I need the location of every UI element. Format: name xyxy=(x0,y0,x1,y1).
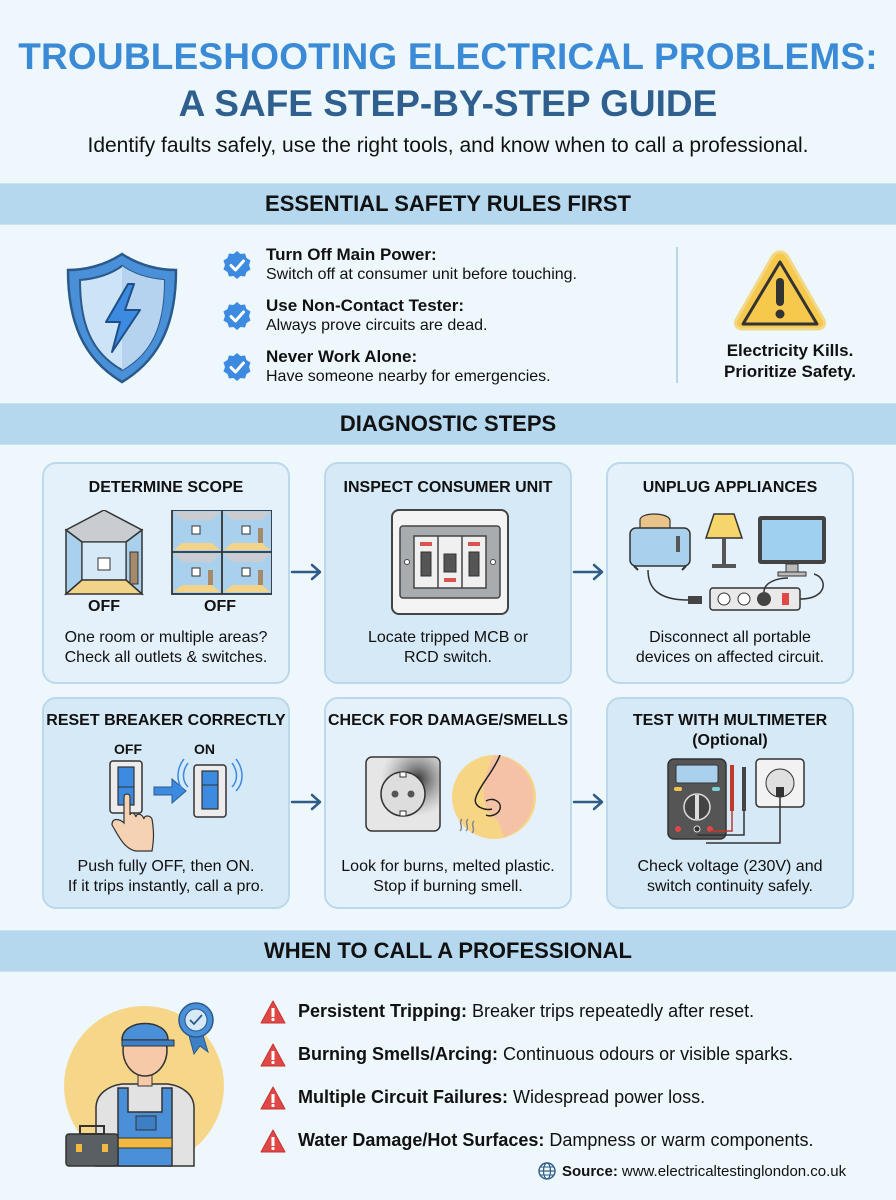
safety-rules-list: Turn Off Main Power: Switch off at consu… xyxy=(222,245,642,398)
consumer-unit-icon xyxy=(391,509,509,615)
step-desc: Locate tripped MCB or RCD switch. xyxy=(326,628,570,668)
arrow-right-icon xyxy=(572,793,604,811)
rooms-off-label: OFF xyxy=(204,598,236,615)
step-card-reset-breaker: RESET BREAKER CORRECTLY OFF ON Push full… xyxy=(42,697,290,909)
source-url[interactable]: www.electricaltestinglondon.co.uk xyxy=(621,1162,847,1180)
step-desc-line-1: One room or multiple areas? xyxy=(64,629,268,646)
arrow-right-icon xyxy=(290,563,322,581)
pro-item-title: Water Damage/Hot Surfaces: xyxy=(298,1130,545,1150)
step-desc-line-2: Stop if burning smell. xyxy=(373,878,523,895)
electrician-icon xyxy=(64,1002,224,1167)
verified-check-icon xyxy=(223,251,251,279)
step-card-determine-scope: DETERMINE SCOPE xyxy=(42,462,290,684)
pro-item-title: Multiple Circuit Failures: xyxy=(298,1087,509,1107)
step-title: RESET BREAKER CORRECTLY xyxy=(46,712,286,729)
step-desc-line-1: Check voltage (230V) and xyxy=(637,858,823,875)
pro-item-title: Persistent Tripping: xyxy=(298,1001,468,1021)
step-card-inspect-consumer-unit: INSPECT CONSUMER UNIT Locate tripped MCB… xyxy=(324,462,572,684)
safety-warning-text: Electricity Kills. Prioritize Safety. xyxy=(690,340,890,382)
step-desc: Check voltage (230V) and switch continui… xyxy=(608,857,852,897)
step-card-check-damage: CHECK FOR DAMAGE/SMELLS Look for burns, … xyxy=(324,697,572,909)
section-header-diagnostic: DIAGNOSTIC STEPS xyxy=(0,403,896,445)
warning-triangle-icon xyxy=(732,248,828,332)
section-title: WHEN TO CALL A PROFESSIONAL xyxy=(264,938,632,963)
step-desc-line-1: Look for burns, melted plastic. xyxy=(341,858,555,875)
pro-list-item: Burning Smells/Arcing: Continuous odours… xyxy=(260,1033,880,1076)
breaker-switch-icon xyxy=(109,758,243,852)
rule-title: Never Work Alone: xyxy=(266,347,418,366)
step-desc: Disconnect all portable devices on affec… xyxy=(608,628,852,668)
section-title: DIAGNOSTIC STEPS xyxy=(339,411,557,436)
rooms-icon xyxy=(64,510,272,596)
pro-list-item: Persistent Tripping: Breaker trips repea… xyxy=(260,990,880,1033)
section-title: ESSENTIAL SAFETY RULES FIRST xyxy=(265,191,631,216)
verified-check-icon xyxy=(223,353,251,381)
step-title: TEST WITH MULTIMETER xyxy=(632,712,828,729)
step-title: CHECK FOR DAMAGE/SMELLS xyxy=(328,712,568,729)
source-label: Source: xyxy=(562,1162,618,1180)
step-card-test-multimeter: TEST WITH MULTIMETER (Optional) Check vo… xyxy=(606,697,854,909)
step-desc-line-2: devices on affected circuit. xyxy=(635,649,825,666)
alert-triangle-icon xyxy=(260,1086,286,1109)
switch-on-label: ON xyxy=(194,741,215,757)
page-title-line-1: TROUBLESHOOTING ELECTRICAL PROBLEMS: xyxy=(18,36,878,77)
shield-lightning-icon xyxy=(62,248,182,388)
pro-item-desc: Widespread power loss. xyxy=(513,1087,706,1107)
step-card-unplug-appliances: UNPLUG APPLIANCES Disconnect all portabl… xyxy=(606,462,854,684)
appliances-icon xyxy=(629,513,826,611)
pro-list-item: Multiple Circuit Failures: Widespread po… xyxy=(260,1076,880,1119)
safety-rule: Turn Off Main Power: Switch off at consu… xyxy=(222,245,642,286)
step-desc-line-2: Check all outlets & switches. xyxy=(64,649,268,666)
step-title: UNPLUG APPLIANCES xyxy=(642,479,818,496)
pro-item-desc: Dampness or warm components. xyxy=(549,1130,814,1150)
rule-desc: Switch off at consumer unit before touch… xyxy=(266,266,577,283)
verified-check-icon xyxy=(223,302,251,330)
rule-title: Turn Off Main Power: xyxy=(266,245,437,264)
switch-off-label: OFF xyxy=(114,741,142,757)
arrow-right-icon xyxy=(572,563,604,581)
safety-rule: Never Work Alone: Have someone nearby fo… xyxy=(222,347,642,388)
section-header-professional: WHEN TO CALL A PROFESSIONAL xyxy=(0,930,896,972)
alert-triangle-icon xyxy=(260,1129,286,1152)
section-header-safety: ESSENTIAL SAFETY RULES FIRST xyxy=(0,183,896,225)
step-desc-line-2: If it trips instantly, call a pro. xyxy=(67,878,265,895)
pro-item-title: Burning Smells/Arcing: xyxy=(298,1044,499,1064)
step-desc-line-1: Locate tripped MCB or xyxy=(367,629,529,646)
vertical-divider xyxy=(676,247,678,383)
step-subtitle: (Optional) xyxy=(692,732,768,749)
rule-desc: Always prove circuits are dead. xyxy=(266,317,488,334)
globe-icon xyxy=(538,1162,556,1180)
alert-triangle-icon xyxy=(260,1000,286,1023)
step-desc-line-1: Disconnect all portable xyxy=(649,629,811,646)
step-title: INSPECT CONSUMER UNIT xyxy=(343,479,553,496)
step-title: DETERMINE SCOPE xyxy=(88,479,244,496)
warning-line-1: Electricity Kills. xyxy=(726,341,854,360)
alert-triangle-icon xyxy=(260,1043,286,1066)
professional-list: Persistent Tripping: Breaker trips repea… xyxy=(260,990,880,1162)
step-desc-line-2: RCD switch. xyxy=(403,649,492,666)
safety-rule: Use Non-Contact Tester: Always prove cir… xyxy=(222,296,642,337)
pro-list-item: Water Damage/Hot Surfaces: Dampness or w… xyxy=(260,1119,880,1162)
step-desc: Push fully OFF, then ON. If it trips ins… xyxy=(44,857,288,897)
rule-title: Use Non-Contact Tester: xyxy=(266,296,465,315)
pro-item-desc: Continuous odours or visible sparks. xyxy=(503,1044,794,1064)
burnt-socket-icon xyxy=(365,754,536,839)
pro-item-desc: Breaker trips repeatedly after reset. xyxy=(472,1001,755,1021)
arrow-right-icon xyxy=(290,793,322,811)
warning-line-2: Prioritize Safety. xyxy=(724,362,856,381)
room-off-label: OFF xyxy=(88,598,120,615)
source-credit: Source: www.electricaltestinglondon.co.u… xyxy=(538,1162,846,1180)
page-subtitle: Identify faults safely, use the right to… xyxy=(87,134,809,157)
rule-desc: Have someone nearby for emergencies. xyxy=(266,368,551,385)
step-desc-line-1: Push fully OFF, then ON. xyxy=(77,858,255,875)
multimeter-icon xyxy=(667,758,805,844)
step-desc: One room or multiple areas? Check all ou… xyxy=(44,628,288,668)
step-desc-line-2: switch continuity safely. xyxy=(647,878,813,895)
page-title-line-2: A SAFE STEP-BY-STEP GUIDE xyxy=(178,83,718,124)
step-desc: Look for burns, melted plastic. Stop if … xyxy=(326,857,570,897)
